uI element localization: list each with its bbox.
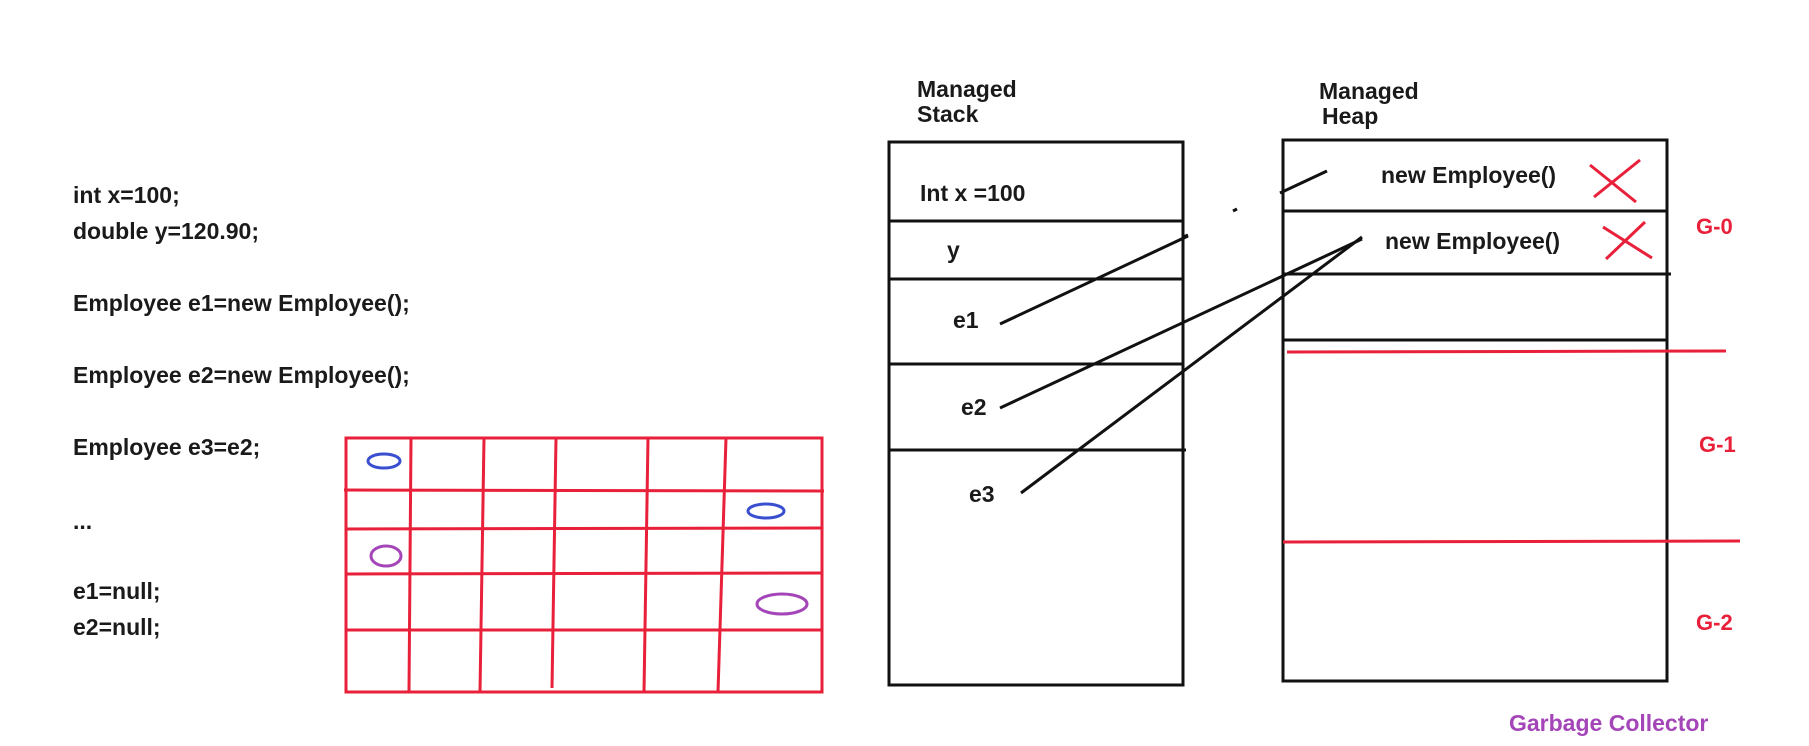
gen-boundary-g1-g2	[1282, 539, 1741, 544]
reference-line-e2	[999, 237, 1363, 410]
stack-title-line2: Stack	[917, 101, 979, 127]
memory-grid-row-line	[343, 488, 825, 493]
memory-grid-border	[344, 436, 824, 694]
code-line: e2=null;	[73, 614, 161, 640]
code-line: int x=100;	[73, 182, 180, 208]
heap-object: new Employee()	[1381, 162, 1557, 188]
stack-box	[887, 140, 1185, 687]
reference-lines	[999, 169, 1363, 495]
memory-grid-col-line	[716, 437, 728, 693]
managed-stack	[887, 140, 1186, 687]
gen-boundary-g0-g1	[1286, 349, 1727, 354]
memory-grid-col-line	[550, 437, 558, 689]
code-line: double y=120.90;	[73, 218, 259, 244]
reference-line-e1	[999, 234, 1189, 326]
stack-slot-y: y	[947, 237, 960, 263]
stack-title: Managed Stack	[917, 77, 1017, 127]
managed-heap	[1281, 138, 1671, 683]
reference-line-dot	[1232, 207, 1238, 213]
heap-title: Managed Heap	[1319, 79, 1419, 129]
stack-slot-e3: e3	[969, 481, 995, 507]
garbage-collector-label: Garbage Collector	[1509, 710, 1709, 736]
stack-slot-e2: e2	[961, 394, 987, 420]
code-line: Employee e3=e2;	[73, 434, 261, 460]
x-mark-icon	[1602, 220, 1653, 261]
code-line: ...	[73, 508, 93, 534]
heap-title-line2: Heap	[1322, 103, 1379, 129]
generation-boundaries	[1282, 349, 1741, 544]
code-line: Employee e2=new Employee();	[73, 362, 410, 388]
memory-grid-row-line	[345, 571, 823, 576]
object-marker-purple	[755, 592, 809, 616]
generation-label-g0: G-0	[1696, 214, 1733, 239]
heap-object: new Employee()	[1385, 228, 1561, 254]
memory-grid-row-line	[345, 526, 823, 531]
stack-title-line1: Managed	[917, 76, 1017, 102]
heap-box	[1281, 138, 1669, 683]
object-marker-purple	[369, 544, 403, 568]
generation-label-g2: G-2	[1696, 610, 1733, 635]
reference-line-fragment	[1279, 169, 1328, 195]
memory-grid-col-line	[478, 437, 486, 693]
collected-marks	[1589, 158, 1653, 261]
object-marker-blue	[366, 452, 402, 470]
stack-slot-x: Int x =100	[920, 180, 1026, 206]
generation-label-g1: G-1	[1699, 432, 1736, 457]
heap-title-line1: Managed	[1319, 78, 1419, 104]
memory-grid-col-line	[642, 437, 650, 693]
code-line: e1=null;	[73, 578, 161, 604]
memory-objects	[366, 452, 809, 616]
x-mark-icon	[1589, 158, 1641, 204]
reference-line-e3	[1020, 235, 1363, 495]
object-marker-blue	[746, 502, 786, 520]
memory-grid-col-line	[407, 437, 413, 693]
code-line: Employee e1=new Employee();	[73, 290, 410, 316]
stack-slot-e1: e1	[953, 307, 979, 333]
memory-grid	[343, 436, 825, 694]
